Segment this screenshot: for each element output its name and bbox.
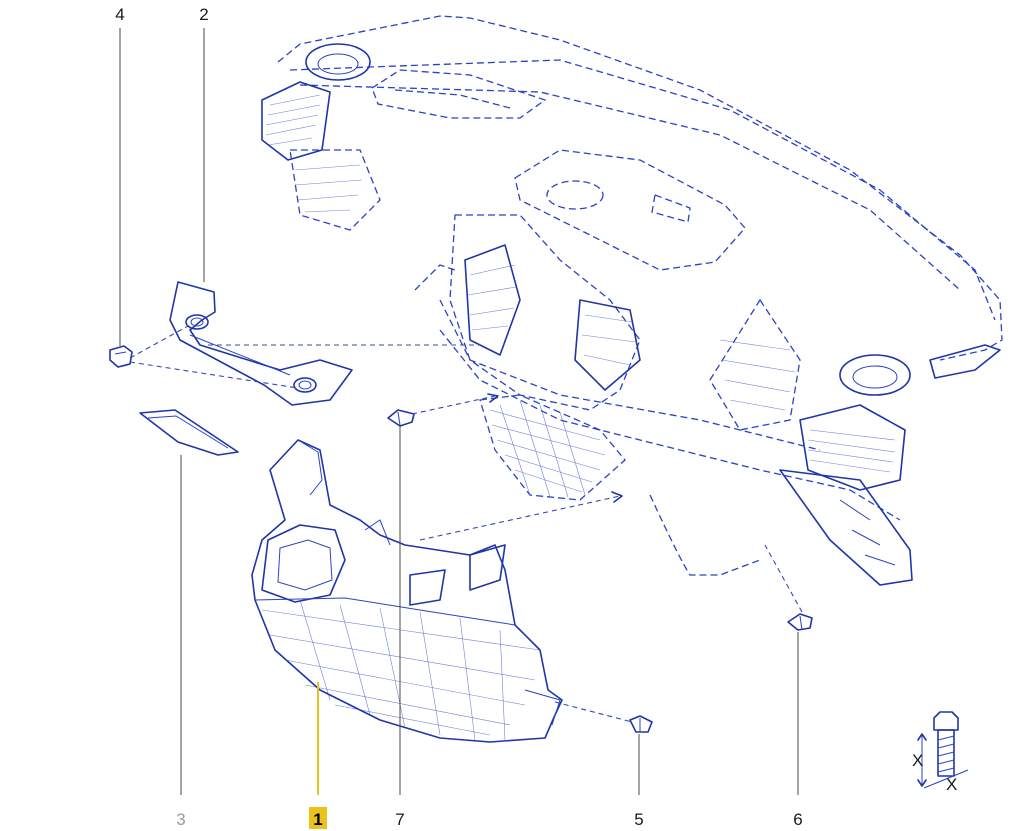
dashboard-assembly	[261, 15, 1003, 586]
part-1-lower-panel	[251, 439, 563, 743]
leader-lines	[119, 28, 799, 795]
part-4-clip-nut	[109, 345, 133, 368]
assembly-paths	[129, 325, 803, 723]
fastener-5	[629, 715, 653, 733]
callout-1: 1	[313, 810, 322, 829]
fastener-7	[387, 409, 415, 427]
callout-3: 3	[176, 810, 185, 829]
callout-7: 7	[395, 810, 404, 829]
part-2-trim-bracket	[169, 281, 353, 406]
callout-2: 2	[199, 5, 208, 24]
callout-5: 5	[634, 810, 643, 829]
fastener-6	[787, 613, 813, 631]
torque-symbol-icon: X X	[912, 711, 969, 794]
callouts: 4 2 3 1 7 5 6	[115, 5, 803, 829]
callout-1-highlight	[309, 807, 327, 829]
callout-6: 6	[793, 810, 802, 829]
torque-x-label-2: X	[946, 775, 957, 794]
callout-4: 4	[115, 5, 124, 24]
part-3-cover-plate	[139, 409, 239, 456]
torque-x-label: X	[912, 751, 923, 770]
